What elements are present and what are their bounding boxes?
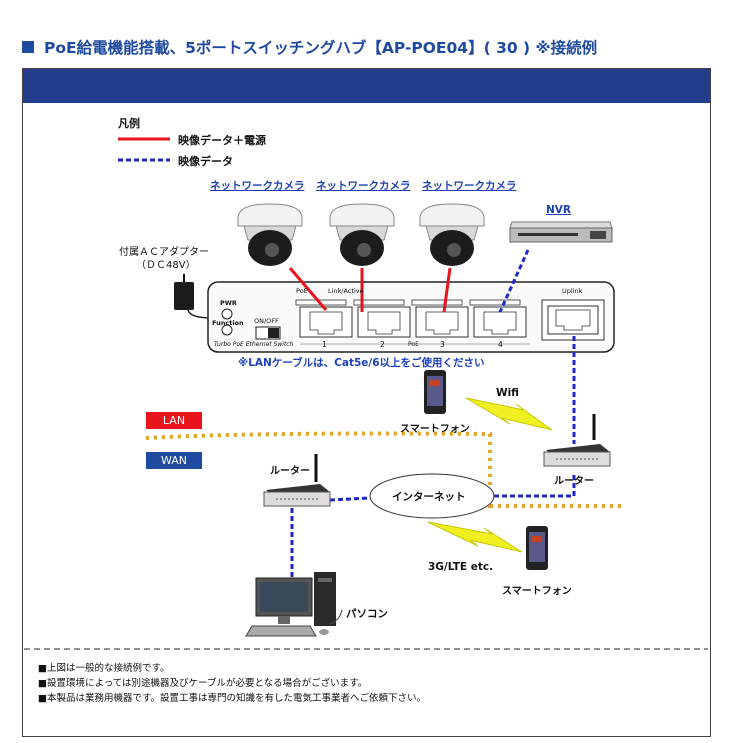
router-right-icon <box>543 414 611 467</box>
port-number-2: 2 <box>380 340 385 349</box>
wan-tag: WAN <box>146 452 202 469</box>
note-1: ■上図は一般的な接続例です。 <box>38 663 170 674</box>
port-4-icon <box>469 299 527 338</box>
port-2-icon <box>353 299 411 338</box>
function-label: Function <box>212 319 244 327</box>
camera-2-icon <box>329 203 395 266</box>
wifi-label: Wifi <box>496 387 519 399</box>
poe-label: PoE <box>296 287 308 295</box>
port-1-icon <box>295 299 353 338</box>
port-number-4: 4 <box>498 340 503 349</box>
note-2: ■設置環境によっては別途機器及びケーブルが必要となる場合がございます。 <box>38 678 368 689</box>
pwr-label: PWR <box>220 299 237 307</box>
link-active-label: Link/Active <box>328 287 364 295</box>
port-3-icon <box>411 299 469 338</box>
title-row: PoE給電機能搭載、5ポートスイッチングハブ【AP-POE04】( 30 ) ※… <box>22 36 597 58</box>
internet-label: インターネット <box>392 491 466 503</box>
page-title: PoE給電機能搭載、5ポートスイッチングハブ【AP-POE04】( 30 ) ※… <box>44 39 598 57</box>
legend-heading: 凡例 <box>118 117 140 130</box>
legend-label-data: 映像データ <box>178 155 233 168</box>
smartphone-bottom-label: スマートフォン <box>502 586 572 597</box>
camera-label-1[interactable]: ネットワークカメラ <box>210 180 305 192</box>
adapter-voltage: （ＤＣ48V） <box>136 260 196 271</box>
pc-icon <box>245 572 343 637</box>
internet-ellipse <box>369 473 495 519</box>
router-left-icon <box>263 454 331 507</box>
function-button-icon <box>221 324 233 336</box>
diagram-frame <box>22 68 711 737</box>
smartphone-bottom-icon <box>526 526 548 570</box>
note-3: ■本製品は業務用機器です。設置工事は専門の知識を有した電気工事業者へご依頼下さい… <box>38 693 427 704</box>
title-square-icon <box>22 41 34 53</box>
mobile-network-label: 3G/LTE etc. <box>428 561 494 573</box>
onoff-label: ON/OFF <box>254 317 279 325</box>
camera-3-icon <box>419 203 485 266</box>
adapter-label: 付属ＡＣアダプター <box>119 247 209 258</box>
header-bar <box>23 69 710 103</box>
router-right-label: ルーター <box>554 476 594 487</box>
nvr-icon <box>509 221 613 243</box>
camera-label-3[interactable]: ネットワークカメラ <box>422 180 517 192</box>
port-number-1: 1 <box>322 340 327 349</box>
pwr-led-icon <box>221 308 233 320</box>
legend-label-power: 映像データ＋電源 <box>178 134 266 147</box>
lan-tag: LAN <box>146 412 202 429</box>
port-number-3: 3 <box>440 340 445 349</box>
smartphone-top-label: スマートフォン <box>400 424 470 435</box>
uplink-port-icon <box>541 299 605 341</box>
model-label: Turbo PoE Ethernet Switch <box>214 341 294 348</box>
camera-1-icon <box>237 203 303 266</box>
cable-note: ※LANケーブルは、Cat5e/6以上をご使用ください <box>238 357 485 369</box>
uplink-label: Uplink <box>562 287 583 295</box>
poe-port-label: PoE <box>408 341 419 348</box>
router-left-label: ルーター <box>270 466 310 477</box>
nvr-label[interactable]: NVR <box>546 204 571 216</box>
smartphone-top-icon <box>424 370 446 414</box>
wifi-bolt-icon <box>465 397 553 431</box>
ac-adapter-icon <box>174 274 213 319</box>
camera-label-2[interactable]: ネットワークカメラ <box>316 180 411 192</box>
pc-label: パソコン <box>346 608 388 620</box>
mobile-bolt-icon <box>427 521 523 553</box>
lan-line <box>145 431 624 508</box>
